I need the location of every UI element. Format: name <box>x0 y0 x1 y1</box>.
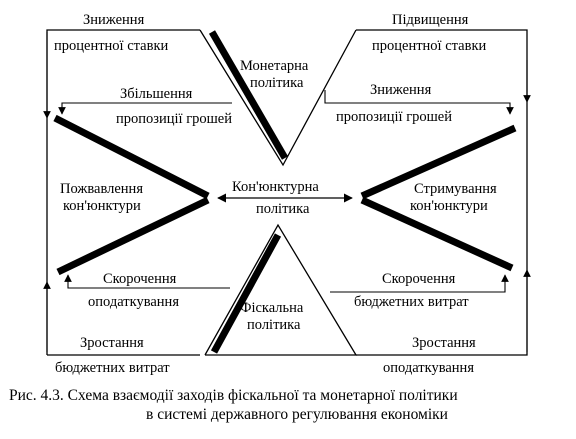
right-frame-line <box>356 29 528 356</box>
fiscal-policy-label-2: політика <box>247 317 301 333</box>
money-supply-decrease-arrow <box>324 90 514 115</box>
budget-cut-label-1: Скорочення <box>382 271 456 287</box>
monetary-policy-label-1: Монетарна <box>240 58 309 74</box>
budget-cut-label-2: бюджетних витрат <box>354 294 469 310</box>
monetary-v-thick-edge <box>208 30 289 160</box>
tax-reduction-label-1: Скорочення <box>103 271 177 287</box>
rate-increase-label-2: процентної ставки <box>372 38 486 54</box>
revival-thick-upper <box>53 114 210 200</box>
fiscal-triangle-thick-edge <box>210 233 282 354</box>
money-supply-decrease-label-1: Зниження <box>370 82 432 98</box>
restraint-label-2: кон'юнктури <box>410 198 488 214</box>
conjuncture-policy-label-1: Кон'юнктурна <box>232 179 319 195</box>
restraint-label-1: Стримування <box>414 181 497 197</box>
tax-growth-label-2: оподаткування <box>383 360 474 376</box>
monetary-v-outline <box>199 29 357 167</box>
monetary-policy-label-2: політика <box>250 75 304 91</box>
money-supply-increase-arrow <box>58 102 232 115</box>
budget-growth-label-2: бюджетних витрат <box>55 360 170 376</box>
figure-caption-line-1: Рис. 4.3. Схема взаємодії заходів фіскал… <box>9 387 458 404</box>
conjuncture-policy-label-2: політика <box>256 201 310 217</box>
revival-label-2: кон'юнктури <box>63 198 141 214</box>
tax-reduction-arrow <box>64 274 230 289</box>
fiscal-triangle-outline <box>204 223 358 356</box>
revival-thick-lower <box>56 196 210 276</box>
left-frame-line <box>46 29 200 355</box>
figure-caption-line-2: в системі державного регулювання економі… <box>146 406 448 423</box>
rate-increase-label-1: Підвищення <box>392 12 469 28</box>
money-supply-increase-label-2: пропозиції грошей <box>116 111 232 127</box>
rate-decrease-label-2: процентної ставки <box>54 38 168 54</box>
budget-cut-arrow <box>330 274 509 293</box>
revival-label-1: Пожвавлення <box>60 181 143 197</box>
tax-growth-label-1: Зростання <box>412 335 476 351</box>
restraint-thick-lower <box>360 196 514 272</box>
tax-reduction-label-2: оподаткування <box>88 294 179 310</box>
budget-growth-label-1: Зростання <box>80 335 144 351</box>
money-supply-increase-label-1: Збільшення <box>120 86 193 102</box>
rate-decrease-label-1: Зниження <box>83 12 145 28</box>
restraint-thick-upper <box>360 124 517 200</box>
money-supply-decrease-label-2: пропозиції грошей <box>336 109 452 125</box>
fiscal-policy-label-1: Фіскальна <box>240 300 304 316</box>
